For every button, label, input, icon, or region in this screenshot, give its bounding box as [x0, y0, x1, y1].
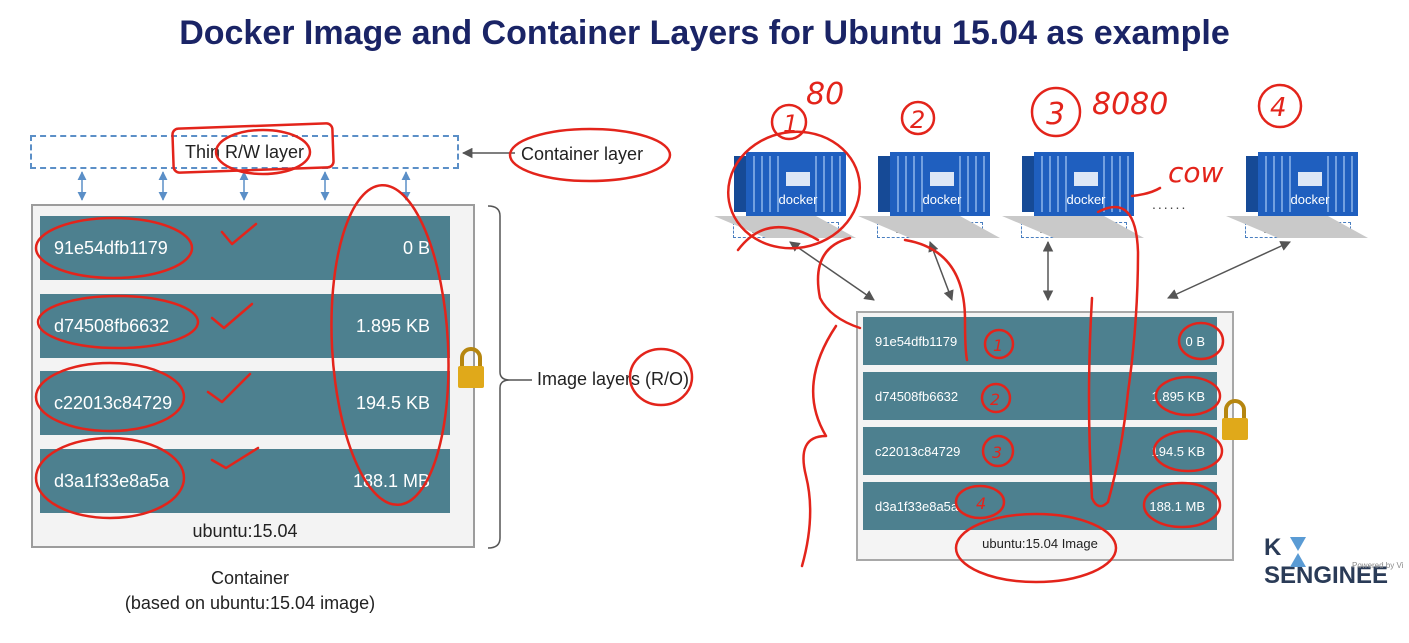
layer-size: 0 B	[1185, 333, 1205, 349]
layer-size: 188.1 MB	[1149, 498, 1205, 514]
layer-size: 0 B	[402, 237, 430, 258]
image-layer-row: c22013c84729 194.5 KB	[863, 427, 1217, 475]
layer-id: 91e54dfb1179	[875, 333, 958, 349]
annotation-number-4: 4	[1270, 93, 1287, 123]
layer-size: 1.895 KB	[355, 315, 430, 336]
layer-id: d3a1f33e8a5a	[54, 470, 170, 491]
container-thin-layer: Thin R/W layer	[733, 222, 839, 238]
layer-id: c22013c84729	[875, 443, 961, 459]
container-image-arrows	[789, 240, 1291, 302]
image-layer-row: d74508fb6632 1.895 KB	[863, 372, 1217, 420]
up-down-arrows	[77, 171, 411, 201]
layer-id: d74508fb6632	[875, 388, 959, 404]
image-layer-row: d74508fb6632 1.895 KB	[40, 294, 450, 358]
image-layer-row: d3a1f33e8a5a 188.1 MB	[40, 449, 450, 513]
layer-size: 1.895 KB	[1151, 388, 1206, 404]
layer-id: c22013c84729	[54, 392, 173, 413]
layer-size: 188.1 MB	[352, 470, 430, 491]
image-layers-label: Image layers (R/O)	[537, 369, 690, 389]
page-title: Docker Image and Container Layers for Ub…	[179, 14, 1230, 52]
thin-layer-label: Thin R/W layer	[1037, 224, 1111, 236]
annotation-number-2: 2	[910, 106, 925, 134]
annotation-number-3: 3	[1046, 97, 1065, 132]
container-thin-layer: Thin R/W layer	[877, 222, 983, 238]
annotation-port-1: 80	[806, 77, 844, 112]
logo-text-left: K	[1264, 534, 1282, 561]
annotation-port-3: 8080	[1092, 87, 1168, 122]
thin-rw-layer-label: Thin R/W layer	[184, 141, 305, 162]
image-layer-row: d3a1f33e8a5a 188.1 MB	[863, 482, 1217, 530]
image-layer-row: 91e54dfb1179 0 B	[863, 317, 1217, 365]
annotation-number-1: 1	[783, 110, 798, 138]
thin-layer-label: Thin R/W layer	[1261, 224, 1335, 236]
layer-id: 91e54dfb1179	[54, 237, 168, 258]
thin-rw-layer-box: Thin R/W layer	[30, 135, 459, 169]
logo-text-right: SENGINEE	[1264, 562, 1389, 589]
image-layer-row: c22013c84729 194.5 KB	[40, 371, 450, 435]
layer-id: d3a1f33e8a5a	[875, 498, 959, 514]
caption-line-2: (based on ubuntu:15.04 image)	[124, 593, 376, 613]
powered-by-text: Powered by Vi	[1352, 561, 1404, 570]
more-containers-ellipsis: ......	[1152, 196, 1188, 212]
thin-layer-label: Thin R/W layer	[893, 224, 967, 236]
base-image-label-right: ubuntu:15.04 Image	[982, 536, 1098, 551]
annotation-cow: cow	[1168, 156, 1224, 189]
layer-id: d74508fb6632	[54, 315, 170, 336]
layer-size: 194.5 KB	[355, 392, 430, 413]
image-layer-row: 91e54dfb1179 0 B	[40, 216, 450, 280]
layer-size: 194.5 KB	[1151, 443, 1206, 459]
container-thin-layer: Thin R/W layer	[1245, 222, 1351, 238]
container-thin-layer: Thin R/W layer	[1021, 222, 1127, 238]
thin-layer-label: Thin R/W layer	[749, 224, 823, 236]
container-layer-label: Container layer	[521, 144, 644, 164]
base-image-label: ubuntu:15.04	[192, 521, 298, 541]
caption-line-1: Container	[210, 568, 290, 588]
image-layers-brace	[487, 205, 511, 549]
brand-logo: KSENGINEE	[1264, 534, 1409, 590]
